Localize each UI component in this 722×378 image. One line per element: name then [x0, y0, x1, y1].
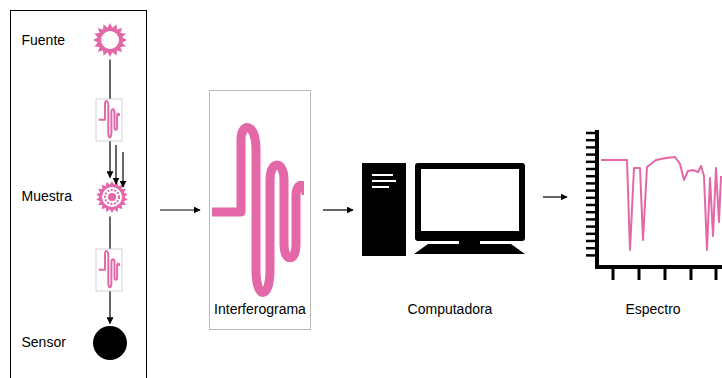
- source-icon: [93, 23, 127, 57]
- tower-slot: [372, 186, 389, 188]
- node-label: Sensor: [22, 334, 66, 351]
- flow-arrow: [543, 196, 567, 197]
- node-label: Interferograma: [214, 301, 306, 318]
- sensor-node: Sensor: [20, 326, 128, 360]
- spectrum-chart: [586, 130, 722, 280]
- small-interferogram: [96, 99, 122, 141]
- source-star: [93, 23, 127, 57]
- x-tick: [715, 267, 718, 280]
- small-interferogram: [96, 249, 122, 291]
- y-tick: [586, 146, 597, 149]
- y-tick: [586, 240, 597, 243]
- small-frame: [96, 249, 122, 291]
- y-tick: [586, 233, 597, 236]
- computer-icon: [362, 163, 525, 256]
- source-node: Fuente: [20, 24, 128, 57]
- tower: [362, 163, 406, 256]
- y-tick: [586, 132, 597, 135]
- sample-dot: [108, 193, 116, 201]
- sample-ring: [105, 190, 119, 204]
- flow-arrow: [160, 209, 200, 210]
- small-wave: [99, 251, 120, 287]
- x-ticks: [613, 267, 716, 280]
- y-ticks: [586, 133, 597, 255]
- y-tick: [586, 139, 597, 142]
- flow-arrow: [323, 209, 353, 210]
- tower-slot: [372, 174, 393, 176]
- sample-node: Muestra: [20, 180, 130, 214]
- y-tick: [586, 197, 597, 200]
- interferogram-wave: [212, 128, 304, 293]
- y-tick: [586, 182, 597, 185]
- interferogram-box: Interferograma: [209, 90, 311, 330]
- screen: [421, 169, 519, 231]
- monitor: [415, 163, 525, 241]
- computer-node: Computadora: [360, 160, 540, 325]
- y-tick: [586, 168, 597, 171]
- small-wave: [99, 101, 120, 137]
- sensor-icon: [93, 326, 127, 360]
- x-tick: [690, 267, 693, 280]
- source-core: [101, 31, 119, 49]
- wave-stroke: [212, 128, 304, 293]
- y-tick: [586, 218, 597, 221]
- tower-slot: [372, 180, 396, 182]
- keyboard: [414, 244, 525, 254]
- y-tick: [586, 189, 597, 192]
- y-tick: [586, 175, 597, 178]
- x-tick: [638, 267, 641, 280]
- sample-core: [102, 187, 122, 207]
- x-tick: [664, 267, 667, 280]
- small-frame: [96, 99, 122, 141]
- node-label: Computadora: [408, 301, 493, 318]
- beam-arrow: [115, 145, 116, 184]
- node-label: Muestra: [22, 188, 73, 205]
- beam-arrow: [122, 152, 123, 187]
- y-tick: [586, 225, 597, 228]
- node-label: Espectro: [625, 301, 680, 318]
- y-tick: [586, 211, 597, 214]
- x-tick: [612, 267, 615, 280]
- y-tick: [586, 247, 597, 250]
- spectrum-line: [601, 157, 721, 250]
- y-tick: [586, 204, 597, 207]
- panel-frame: FuenteMuestraSensor: [10, 10, 147, 378]
- node-label: Fuente: [22, 32, 66, 49]
- y-tick: [586, 161, 597, 164]
- y-tick: [586, 153, 597, 156]
- spectrum-node: Espectro: [585, 128, 721, 325]
- y-tick: [586, 254, 597, 257]
